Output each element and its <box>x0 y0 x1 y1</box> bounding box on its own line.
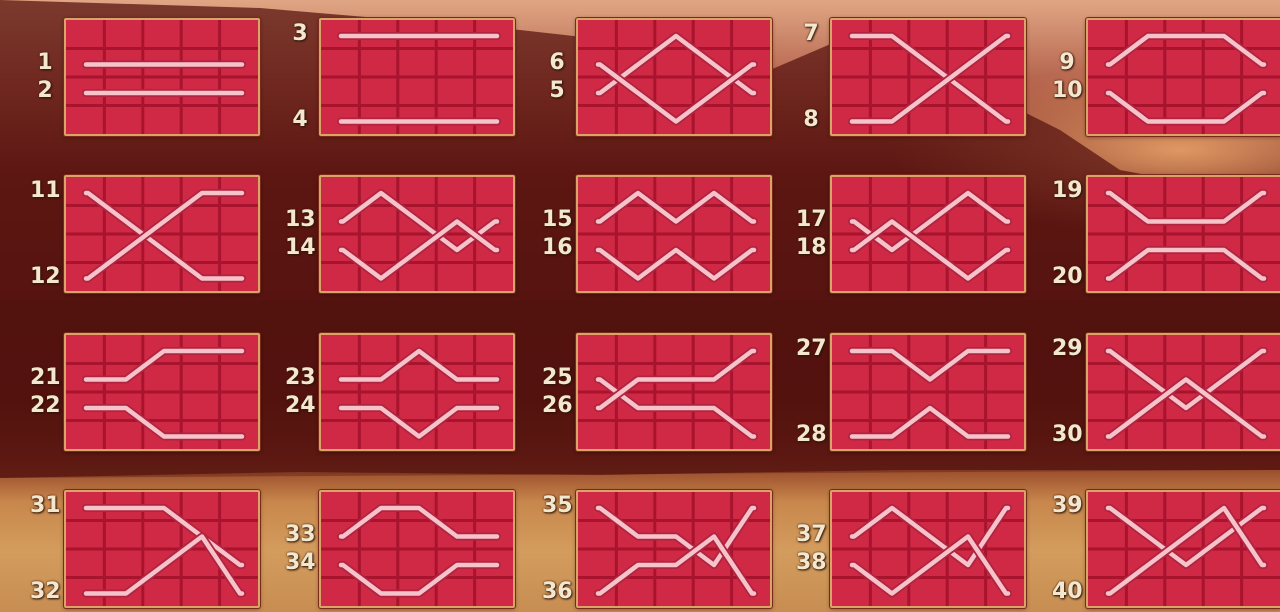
payline-number: 2 <box>30 79 60 103</box>
payline-box-39-40 <box>1086 490 1280 608</box>
payline-box-11-12 <box>64 175 260 293</box>
payline-box-1-2 <box>64 18 260 136</box>
payline-box-21-22 <box>64 333 260 451</box>
payline-number: 30 <box>1052 423 1082 447</box>
payline-number: 32 <box>30 580 60 604</box>
payline-number: 28 <box>796 423 826 447</box>
payline-number: 17 <box>796 208 826 232</box>
payline-number: 4 <box>285 108 315 132</box>
payline-number: 36 <box>542 580 572 604</box>
payline-number: 33 <box>285 523 315 547</box>
payline-box-19-20 <box>1086 175 1280 293</box>
payline-number: 23 <box>285 366 315 390</box>
payline-number: 37 <box>796 523 826 547</box>
payline-box-23-24 <box>319 333 515 451</box>
payline-number: 12 <box>30 265 60 289</box>
payline-box-33-34 <box>319 490 515 608</box>
payline-box-5-6 <box>576 18 772 136</box>
payline-number: 38 <box>796 551 826 575</box>
payline-number: 16 <box>542 236 572 260</box>
payline-box-3-4 <box>319 18 515 136</box>
payline-box-29-30 <box>1086 333 1280 451</box>
payline-box-25-26 <box>576 333 772 451</box>
payline-number: 3 <box>285 22 315 46</box>
payline-box-7-8 <box>830 18 1026 136</box>
payline-number: 22 <box>30 394 60 418</box>
payline-number: 40 <box>1052 580 1082 604</box>
payline-number: 10 <box>1052 79 1082 103</box>
payline-number: 34 <box>285 551 315 575</box>
payline-number: 5 <box>542 79 572 103</box>
payline-box-31-32 <box>64 490 260 608</box>
payline-box-37-38 <box>830 490 1026 608</box>
payline-number: 6 <box>542 51 572 75</box>
payline-number: 13 <box>285 208 315 232</box>
payline-number: 8 <box>796 108 826 132</box>
payline-number: 20 <box>1052 265 1082 289</box>
payline-number: 14 <box>285 236 315 260</box>
payline-number: 35 <box>542 494 572 518</box>
payline-number: 31 <box>30 494 60 518</box>
payline-box-27-28 <box>830 333 1026 451</box>
payline-number: 11 <box>30 179 60 203</box>
payline-number: 27 <box>796 337 826 361</box>
payline-number: 15 <box>542 208 572 232</box>
payline-number: 7 <box>796 22 826 46</box>
payline-box-17-18 <box>830 175 1026 293</box>
payline-number: 18 <box>796 236 826 260</box>
payline-box-9-10 <box>1086 18 1280 136</box>
payline-number: 26 <box>542 394 572 418</box>
payline-number: 9 <box>1052 51 1082 75</box>
payline-number: 25 <box>542 366 572 390</box>
payline-number: 19 <box>1052 179 1082 203</box>
payline-number: 39 <box>1052 494 1082 518</box>
payline-number: 29 <box>1052 337 1082 361</box>
payline-number: 1 <box>30 51 60 75</box>
payline-number: 21 <box>30 366 60 390</box>
payline-box-15-16 <box>576 175 772 293</box>
payline-box-13-14 <box>319 175 515 293</box>
payline-box-35-36 <box>576 490 772 608</box>
payline-number: 24 <box>285 394 315 418</box>
